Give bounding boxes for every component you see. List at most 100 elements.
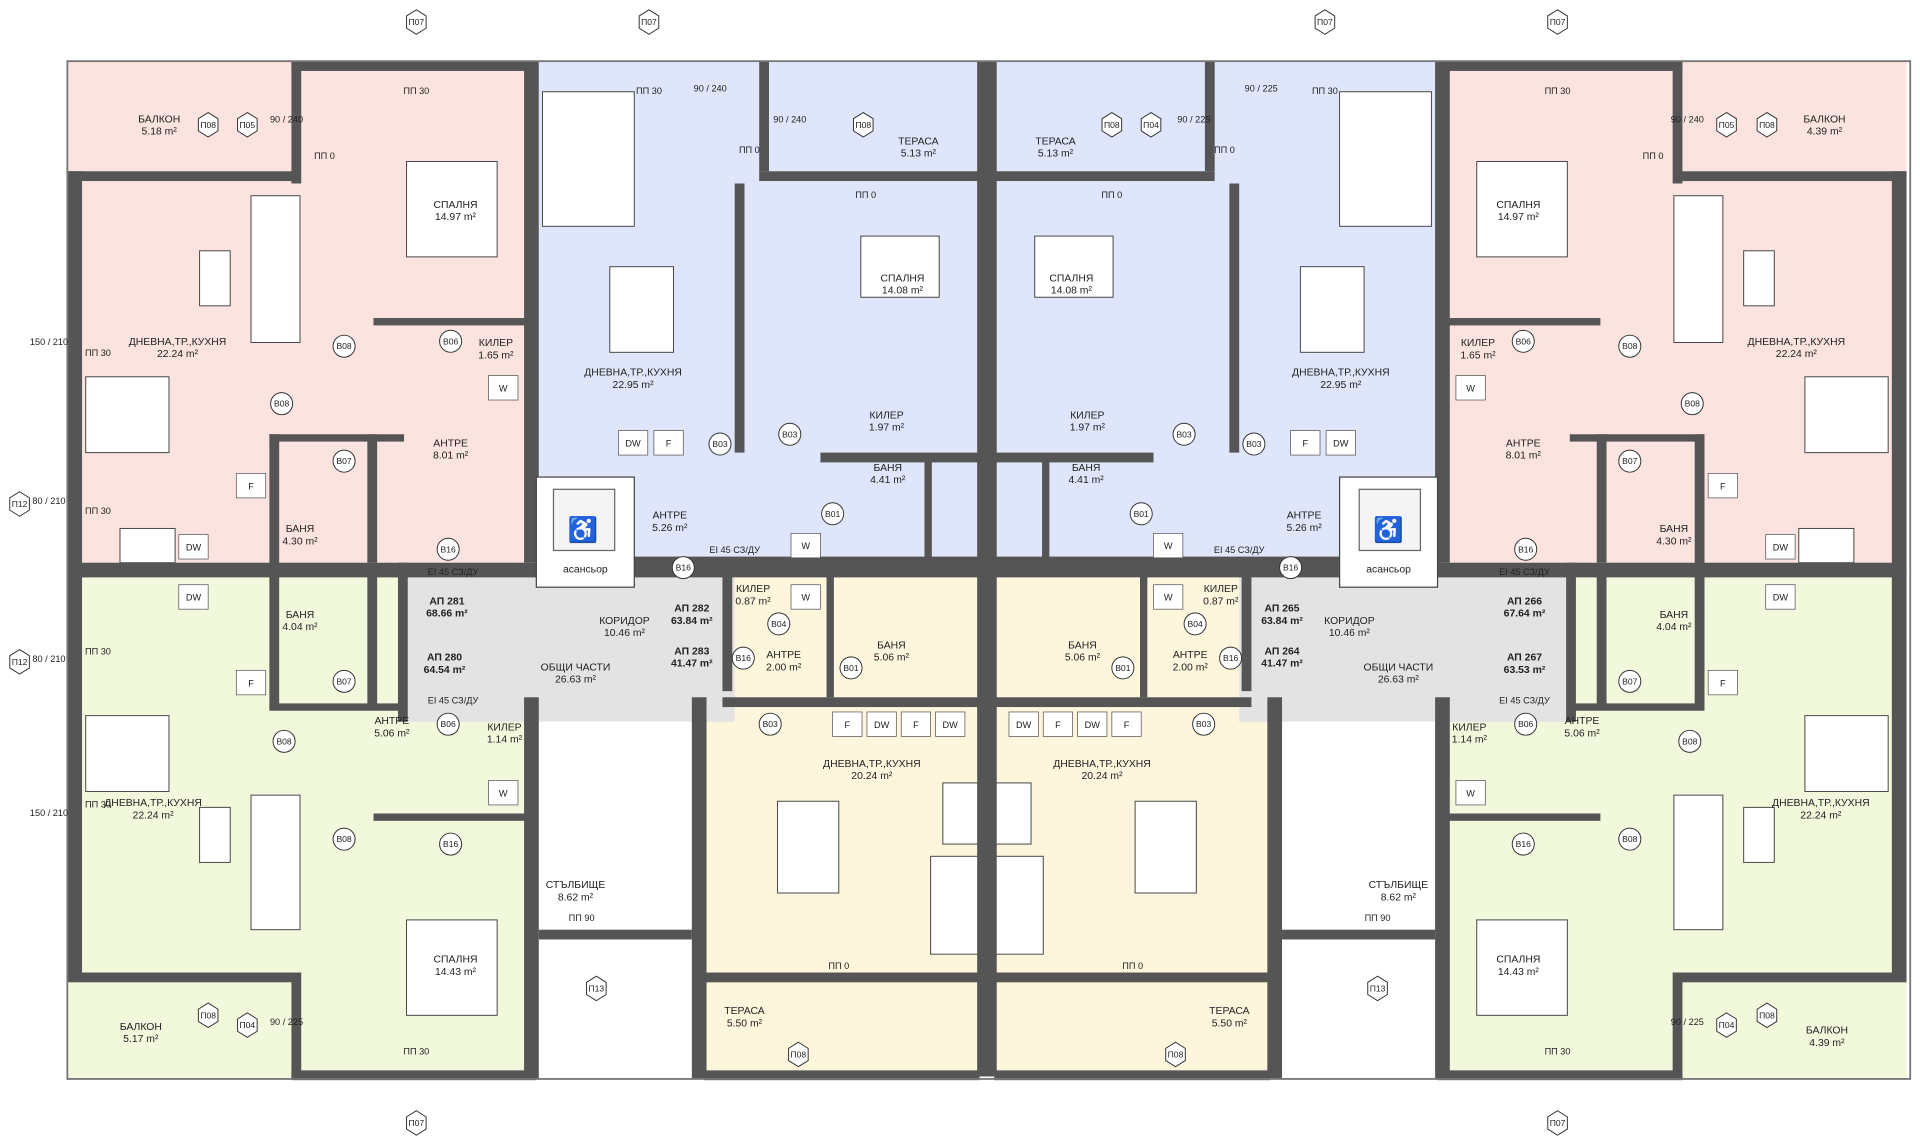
appliance-f: F [900, 711, 931, 737]
appliance-label: F [845, 720, 851, 730]
door-tag: B06 [439, 329, 463, 353]
elevator: ♿ асансьор ♿ асансьор [535, 476, 1439, 588]
appliance-f: F [1707, 473, 1738, 499]
door-tag: B01 [1129, 502, 1153, 526]
furniture-item [993, 855, 1044, 955]
room-name: КИЛЕР [1461, 338, 1495, 349]
dimension-label: 90 / 225 [1671, 1017, 1704, 1027]
appliance-label: F [913, 720, 919, 730]
room-area: 14.43 m² [435, 967, 477, 978]
appliance-dw: DW [1077, 711, 1108, 737]
dimension-label: 150 / 210 [30, 337, 68, 347]
window-tag: П04 [237, 1012, 258, 1038]
apartment-number: АП 282 [674, 604, 709, 615]
room-area: 5.06 m² [374, 728, 410, 739]
furniture-item [942, 782, 981, 845]
room-area: 22.24 m² [133, 810, 175, 821]
door-tag: B08 [1678, 729, 1702, 753]
appliance-w: W [1455, 780, 1486, 806]
tag-label: B03 [1196, 719, 1211, 729]
door-tag: B03 [708, 432, 732, 456]
tag-label: B06 [1518, 719, 1533, 729]
circle-icon [1129, 502, 1153, 526]
room-name: КИЛЕР [487, 722, 521, 733]
appliance-label: F [666, 439, 672, 449]
hexagon-icon [1756, 111, 1778, 138]
apartment-area: 64.54 m² [424, 665, 466, 676]
wall [994, 697, 1252, 708]
circle-icon [1618, 669, 1642, 693]
furniture-item [1034, 235, 1114, 298]
room-area: 1.14 m² [487, 735, 523, 746]
dimension-label: ПП 30 [85, 646, 111, 656]
window-tag: П08 [1756, 111, 1778, 138]
appliance-dw: DW [178, 534, 209, 560]
tag-label: B03 [1176, 429, 1191, 439]
wall [1435, 61, 1450, 563]
window-tag: П08 [788, 1041, 809, 1068]
zone [1282, 721, 1436, 942]
wall [1596, 434, 1607, 563]
appliance-f: F [1111, 711, 1142, 737]
door-tag: B08 [1680, 392, 1704, 416]
tag-label: П08 [1104, 120, 1120, 130]
room-name: БАНЯ [286, 524, 315, 535]
circle-icon [778, 422, 802, 446]
furniture-item [1673, 794, 1724, 931]
wall [524, 697, 539, 1079]
wall [994, 972, 1270, 983]
hexagon-icon [1367, 975, 1388, 1002]
room-name: ДНЕВНА,ТР.,КУХНЯ [584, 368, 682, 379]
room-name: ДНЕВНА,ТР.,КУХНЯ [1292, 368, 1390, 379]
circle-icon [436, 712, 460, 736]
hexagon-icon [1547, 9, 1568, 35]
appliance-label: W [499, 383, 508, 393]
room-name: БАНЯ [286, 610, 315, 621]
circle-icon [1514, 712, 1538, 736]
room-area: 5.50 m² [727, 1018, 763, 1029]
wall [1241, 568, 1252, 692]
wall [1566, 562, 1576, 722]
dimension-label: ПП 30 [1312, 86, 1338, 96]
appliance-label: DW [1085, 720, 1101, 730]
appliance-dw: DW [1008, 711, 1039, 737]
tag-label: П08 [1759, 120, 1775, 130]
door-tag: B16 [1219, 646, 1243, 670]
room-area: 1.65 m² [478, 350, 514, 361]
wall [67, 972, 294, 983]
room-area: 5.06 m² [1065, 653, 1101, 664]
door-tag: B01 [839, 656, 863, 680]
room-area: 14.08 m² [1051, 286, 1093, 297]
elevator-label: асансьор [563, 565, 608, 576]
window-tag: П08 [197, 111, 219, 138]
furniture-item [406, 160, 498, 258]
furniture-item [1134, 800, 1197, 894]
wall [820, 452, 980, 463]
wall [269, 574, 280, 710]
tag-label: B08 [1685, 399, 1700, 409]
dimension-label: 80 / 210 [32, 496, 65, 506]
wall [994, 452, 1154, 463]
room-area: 10.46 m² [1329, 628, 1371, 639]
room-area: 4.41 m² [1068, 475, 1104, 486]
wall [826, 574, 834, 698]
dimension-label: ПП 0 [828, 961, 849, 971]
appliance-w: W [790, 532, 821, 559]
room-area: 4.30 m² [282, 536, 318, 547]
furniture-item [250, 794, 301, 931]
room-name: БАНЯ [1068, 640, 1097, 651]
tag-label: B03 [1246, 439, 1261, 449]
tag-label: B01 [843, 663, 858, 673]
